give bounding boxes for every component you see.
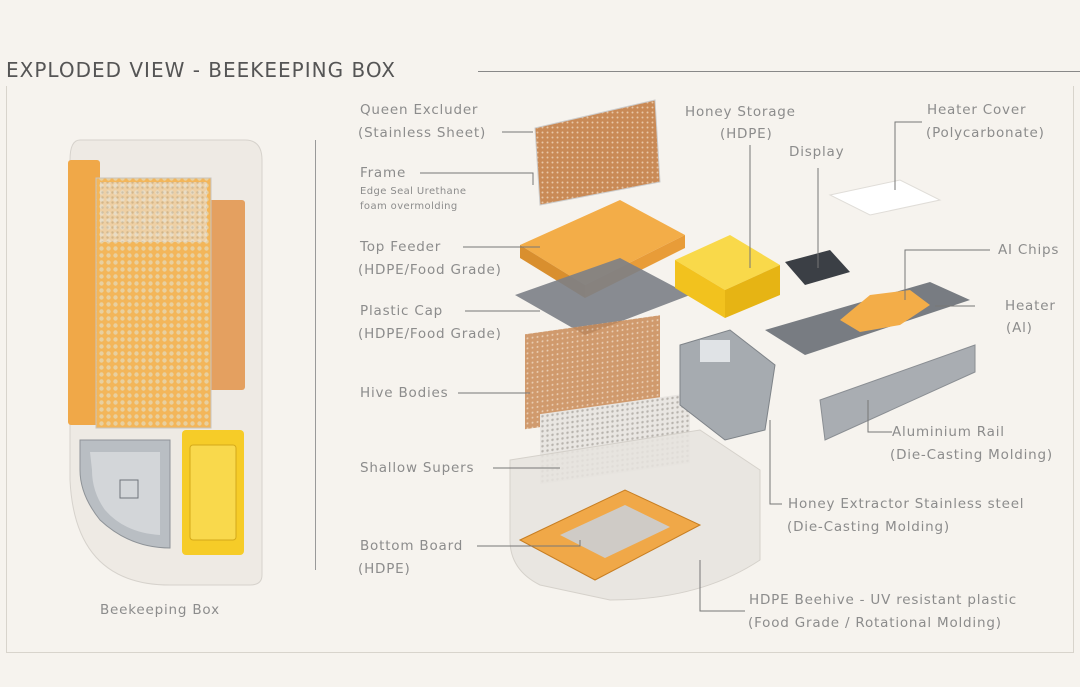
label-frame-note-2: foam overmolding xyxy=(360,201,458,212)
label-ai-chips: AI Chips xyxy=(998,242,1060,258)
label-bottom-board-material: (HDPE) xyxy=(358,561,411,577)
label-heater-cover-material: (Polycarbonate) xyxy=(926,125,1045,141)
label-honey-extractor-process: (Die-Casting Molding) xyxy=(787,519,950,535)
label-plastic-cap-material: (HDPE/Food Grade) xyxy=(358,326,502,342)
honey-extractor-shape xyxy=(679,329,776,441)
queen-excluder-shape xyxy=(534,99,661,206)
label-plastic-cap: Plastic Cap xyxy=(360,303,444,319)
label-top-feeder-material: (HDPE/Food Grade) xyxy=(358,262,502,278)
leader-lines xyxy=(420,121,990,612)
bottom-board-shape xyxy=(518,489,702,581)
honey-storage-shape xyxy=(675,235,780,318)
vertical-divider xyxy=(315,140,316,570)
label-shallow-supers: Shallow Supers xyxy=(360,460,475,476)
label-hdpe-beehive: HDPE Beehive - UV resistant plastic xyxy=(749,592,1018,608)
assembled-box-illustration xyxy=(68,139,263,586)
plastic-cap-shape xyxy=(515,258,690,335)
label-top-feeder: Top Feeder xyxy=(360,239,442,255)
heater-plate-shape xyxy=(765,282,970,355)
diagram-frame xyxy=(6,86,1074,653)
label-aluminium-rail-process: (Die-Casting Molding) xyxy=(890,447,1053,463)
diagram-title: EXPLODED VIEW - BEEKEEPING BOX xyxy=(6,58,396,82)
label-frame-note-1: Edge Seal Urethane xyxy=(360,186,467,197)
label-display: Display xyxy=(789,144,845,160)
label-aluminium-rail: Aluminium Rail xyxy=(892,424,1005,440)
label-honey-storage: Honey Storage xyxy=(685,104,796,120)
label-heater-material: (Al) xyxy=(1006,320,1033,336)
label-frame: Frame xyxy=(360,165,407,181)
label-hdpe-beehive-process: (Food Grade / Rotational Molding) xyxy=(748,615,1002,631)
title-rule xyxy=(478,71,1080,72)
heater-cover-shape xyxy=(828,179,942,216)
label-honey-extractor: Honey Extractor Stainless steel xyxy=(788,496,1025,512)
label-honey-storage-material: (HDPE) xyxy=(720,126,773,142)
label-queen-excluder-material: (Stainless Sheet) xyxy=(358,125,487,141)
assembled-box-caption: Beekeeping Box xyxy=(100,602,220,618)
label-queen-excluder: Queen Excluder xyxy=(360,102,479,118)
label-bottom-board: Bottom Board xyxy=(360,538,464,554)
hive-bodies-shape xyxy=(525,315,660,430)
aluminium-rail-shape xyxy=(819,344,976,441)
label-heater-cover: Heater Cover xyxy=(927,102,1027,118)
label-heater: Heater xyxy=(1005,298,1056,314)
label-hive-bodies: Hive Bodies xyxy=(360,385,449,401)
